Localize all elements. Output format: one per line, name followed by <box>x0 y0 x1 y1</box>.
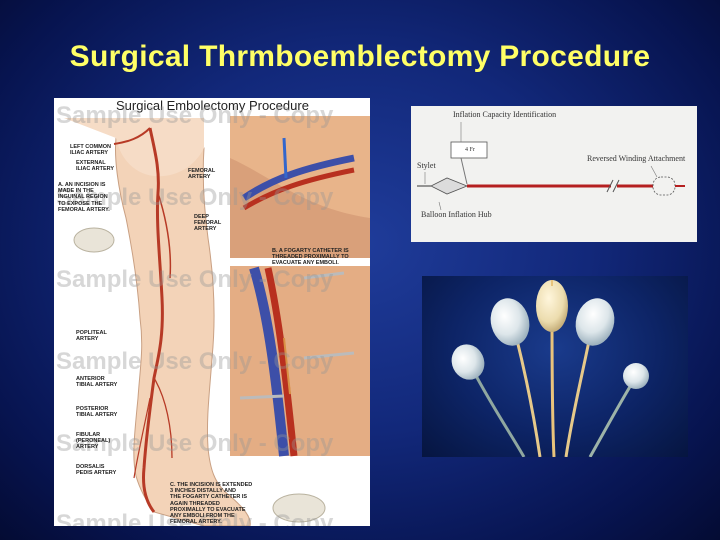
diagram-label-reversed-winding: Reversed Winding Attachment <box>587 154 686 163</box>
label-left-common-iliac: LEFT COMMON ILIAC ARTERY <box>70 144 111 157</box>
balloon-2 <box>490 298 530 346</box>
glove-hand-lower <box>272 493 326 523</box>
label-external-iliac: EXTERNAL ILIAC ARTERY <box>76 160 115 173</box>
label-fibular: FIBULAR (PERONEAL) ARTERY <box>76 432 111 451</box>
balloon-1 <box>451 344 485 380</box>
label-anterior-tibial: ANTERIOR TIBIAL ARTERY <box>76 376 118 389</box>
watermark: Sample Use Only - Copy <box>56 510 334 526</box>
slide-title: Surgical Thrmboemblectomy Procedure <box>69 40 651 73</box>
artery-tree <box>113 127 173 513</box>
diagram-label-balloon-hub: Balloon Inflation Hub <box>421 210 492 219</box>
watermark: Sample Use Only - Copy <box>56 266 334 293</box>
watermark: Sample Use Only - Copy <box>56 184 334 211</box>
label-popliteal: POPLITEAL ARTERY <box>76 330 107 343</box>
balloon-5 <box>623 363 649 389</box>
illustration-artwork <box>64 116 370 526</box>
pelvis-shape <box>64 118 204 177</box>
illustration-title: Surgical Embolectomy Procedure <box>116 98 309 113</box>
catheter-diagram-artwork <box>417 122 685 211</box>
diagram-label-inflation-capacity: Inflation Capacity Identification <box>453 110 557 119</box>
diagram-hub-mark: 4 Fr <box>465 147 475 153</box>
label-step-b: B. A FOGARTY CATHETER IS THREADED PROXIM… <box>272 248 349 267</box>
label-step-a: A. AN INCISION IS MADE IN THE INGUINAL R… <box>58 182 110 213</box>
glove-hand-upper <box>73 227 115 253</box>
leg-shape <box>115 137 251 526</box>
label-step-c: C. THE INCISION IS EXTENDED 3 INCHES DIS… <box>170 482 253 526</box>
balloon-3 <box>536 280 568 332</box>
label-dorsalis-pedis: DORSALIS PEDIS ARTERY <box>76 464 117 477</box>
diagram-label-stylet: Stylet <box>417 161 436 170</box>
watermark: Sample Use Only - Copy <box>56 430 334 457</box>
watermark: Sample Use Only - Copy <box>56 102 334 129</box>
watermark: Sample Use Only - Copy <box>56 348 334 375</box>
embolectomy-illustration: Surgical Embolectomy Procedure Sample Us… <box>54 98 370 526</box>
label-femoral-artery: FEMORAL ARTERY <box>188 168 216 181</box>
inset-c <box>230 266 370 456</box>
label-posterior-tibial: POSTERIOR TIBIAL ARTERY <box>76 406 118 419</box>
catheter-photo-artwork <box>451 280 649 457</box>
balloon-4 <box>575 298 615 346</box>
catheter-photo <box>422 276 688 457</box>
label-deep-femoral: DEEP FEMORAL ARTERY <box>194 214 222 233</box>
catheter-diagram: Inflation Capacity Identification 4 Fr S… <box>411 106 697 242</box>
